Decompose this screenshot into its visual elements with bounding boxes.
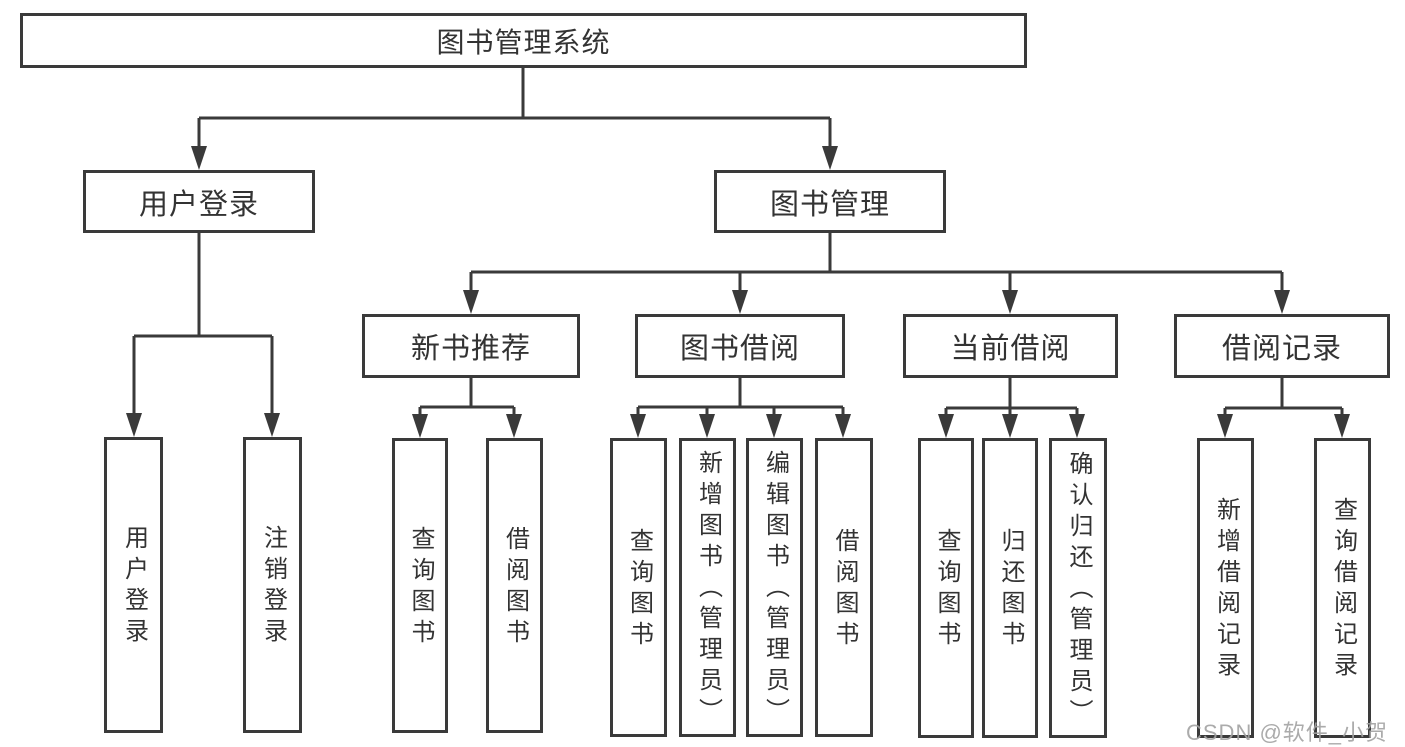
- node-new-book-recommend: 新书推荐: [362, 314, 580, 378]
- leaf-recommend-borrow-books: 借阅图书: [486, 438, 543, 733]
- leaf-borrowing-query-books: 查询图书: [610, 438, 667, 737]
- watermark-text: CSDN @软件_小贺同学: [1186, 720, 1389, 745]
- node-borrowing-records: 借阅记录: [1174, 314, 1390, 378]
- node-system-root: 图书管理系统: [20, 13, 1027, 68]
- node-current-borrowing: 当前借阅: [903, 314, 1118, 378]
- node-book-borrowing: 图书借阅: [635, 314, 845, 378]
- leaf-current-query-books: 查询图书: [918, 438, 974, 738]
- leaf-records-query-borrow-record: 查询借阅记录: [1314, 438, 1371, 738]
- connector-new-book-children: [412, 378, 522, 438]
- leaf-borrowing-edit-books-admin: 编辑图书（管理员）: [746, 438, 803, 737]
- leaf-recommend-query-books: 查询图书: [392, 438, 448, 733]
- leaf-records-add-borrow-record: 新增借阅记录: [1197, 438, 1254, 738]
- leaf-borrowing-borrow-books: 借阅图书: [815, 438, 873, 737]
- leaf-user-login: 用户登录: [104, 437, 163, 733]
- connector-root-to-level2: [191, 68, 838, 170]
- leaf-current-return-books: 归还图书: [982, 438, 1038, 738]
- leaf-logout-login: 注销登录: [243, 437, 302, 733]
- connector-current-borrow-children: [938, 378, 1085, 438]
- node-user-login: 用户登录: [83, 170, 315, 233]
- connector-user-login-children: [126, 233, 280, 437]
- connector-book-borrow-children: [630, 378, 851, 438]
- connector-borrow-records-children: [1217, 378, 1350, 438]
- node-book-management: 图书管理: [714, 170, 946, 233]
- leaf-borrowing-add-books-admin: 新增图书（管理员）: [679, 438, 736, 737]
- connector-book-management-children: [463, 233, 1290, 314]
- leaf-current-confirm-return-admin: 确认归还（管理员）: [1049, 438, 1107, 738]
